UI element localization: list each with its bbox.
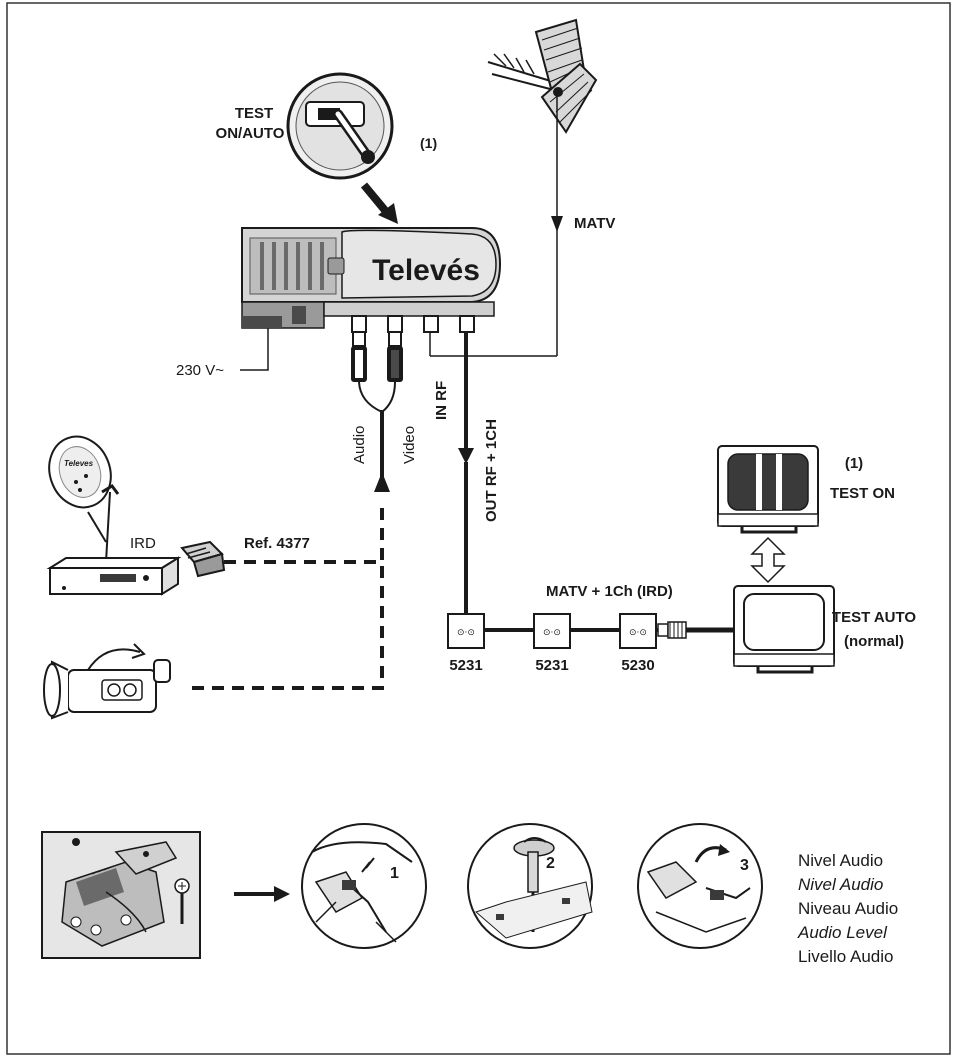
note-1-tv: (1) (845, 455, 863, 472)
svg-text:⊙·⊙: ⊙·⊙ (629, 628, 647, 638)
outlet-1: ⊙·⊙ (447, 613, 485, 649)
scart-plug-icon (180, 540, 226, 578)
audio-label: Audio (351, 426, 368, 464)
device-open-photo (41, 831, 201, 959)
svg-text:⊙·⊙: ⊙·⊙ (543, 628, 561, 638)
note-1-top: (1) (420, 135, 437, 151)
av-arrow (374, 472, 390, 492)
test-switch-label-line2: ON/AUTO (216, 125, 285, 142)
yagi-antenna-icon (487, 18, 598, 134)
camera-cable-dashed (192, 562, 384, 690)
test-auto-label-line1: TEST AUTO (832, 609, 917, 626)
brand-logo: Televés (372, 254, 480, 287)
matv-ird-label: MATV + 1Ch (IRD) (546, 583, 673, 600)
video-label: Video (401, 426, 418, 464)
step-2-closeup (467, 823, 593, 949)
outlet-3: ⊙·⊙ (619, 613, 657, 649)
tv-test-pattern-icon (717, 445, 819, 534)
outlet-1-ref: 5231 (449, 657, 482, 674)
step-1-closeup (301, 823, 427, 949)
in-rf-label: IN RF (433, 381, 450, 420)
audio-level-fr: Niveau Audio (798, 899, 898, 918)
mains-label: 230 V~ (176, 362, 224, 379)
audio-level-it: Livello Audio (798, 947, 893, 966)
audio-level-gl: Nivel Audio (798, 875, 883, 894)
audio-level-en: Audio Level (797, 923, 888, 942)
test-auto-label-line2: (normal) (844, 633, 904, 650)
out-rf-label: OUT RF + 1CH (483, 419, 500, 522)
double-arrow-icon (750, 536, 786, 584)
satellite-dish-icon (48, 435, 120, 563)
arrow-to-modulator-head (378, 203, 398, 224)
video-camera-icon (43, 643, 171, 720)
diagram-frame: TEST ON/AUTO (1) MATV Televés (6, 2, 951, 1055)
ref-cable-label: Ref. 4377 (244, 535, 310, 552)
step-3-closeup (637, 823, 763, 949)
outlet-2-ref: 5231 (535, 657, 568, 674)
matv-label: MATV (574, 215, 615, 232)
test-switch-label-line1: TEST (235, 105, 273, 122)
step-3-number: 3 (740, 857, 749, 874)
test-switch-closeup-icon (286, 72, 394, 180)
matv-arrow (551, 216, 563, 232)
rca-plugs-icon (351, 331, 403, 382)
televes-modulator-icon (241, 227, 502, 333)
outlet-2: ⊙·⊙ (533, 613, 571, 649)
svg-text:⊙·⊙: ⊙·⊙ (457, 628, 475, 638)
coax-plug-icon (657, 621, 687, 639)
tv-normal-icon (733, 585, 835, 674)
mains-lead (240, 328, 269, 371)
step-1-number: 1 (390, 865, 399, 882)
ird-label: IRD (130, 535, 156, 552)
dish-brand: Televes (64, 459, 94, 468)
test-on-label: TEST ON (830, 485, 895, 502)
step-2-number: 2 (546, 855, 555, 872)
ird-receiver-icon (46, 556, 182, 596)
outlet-3-ref: 5230 (621, 657, 654, 674)
audio-level-es: Nivel Audio (798, 851, 883, 870)
out-rf-arrow (458, 448, 474, 464)
